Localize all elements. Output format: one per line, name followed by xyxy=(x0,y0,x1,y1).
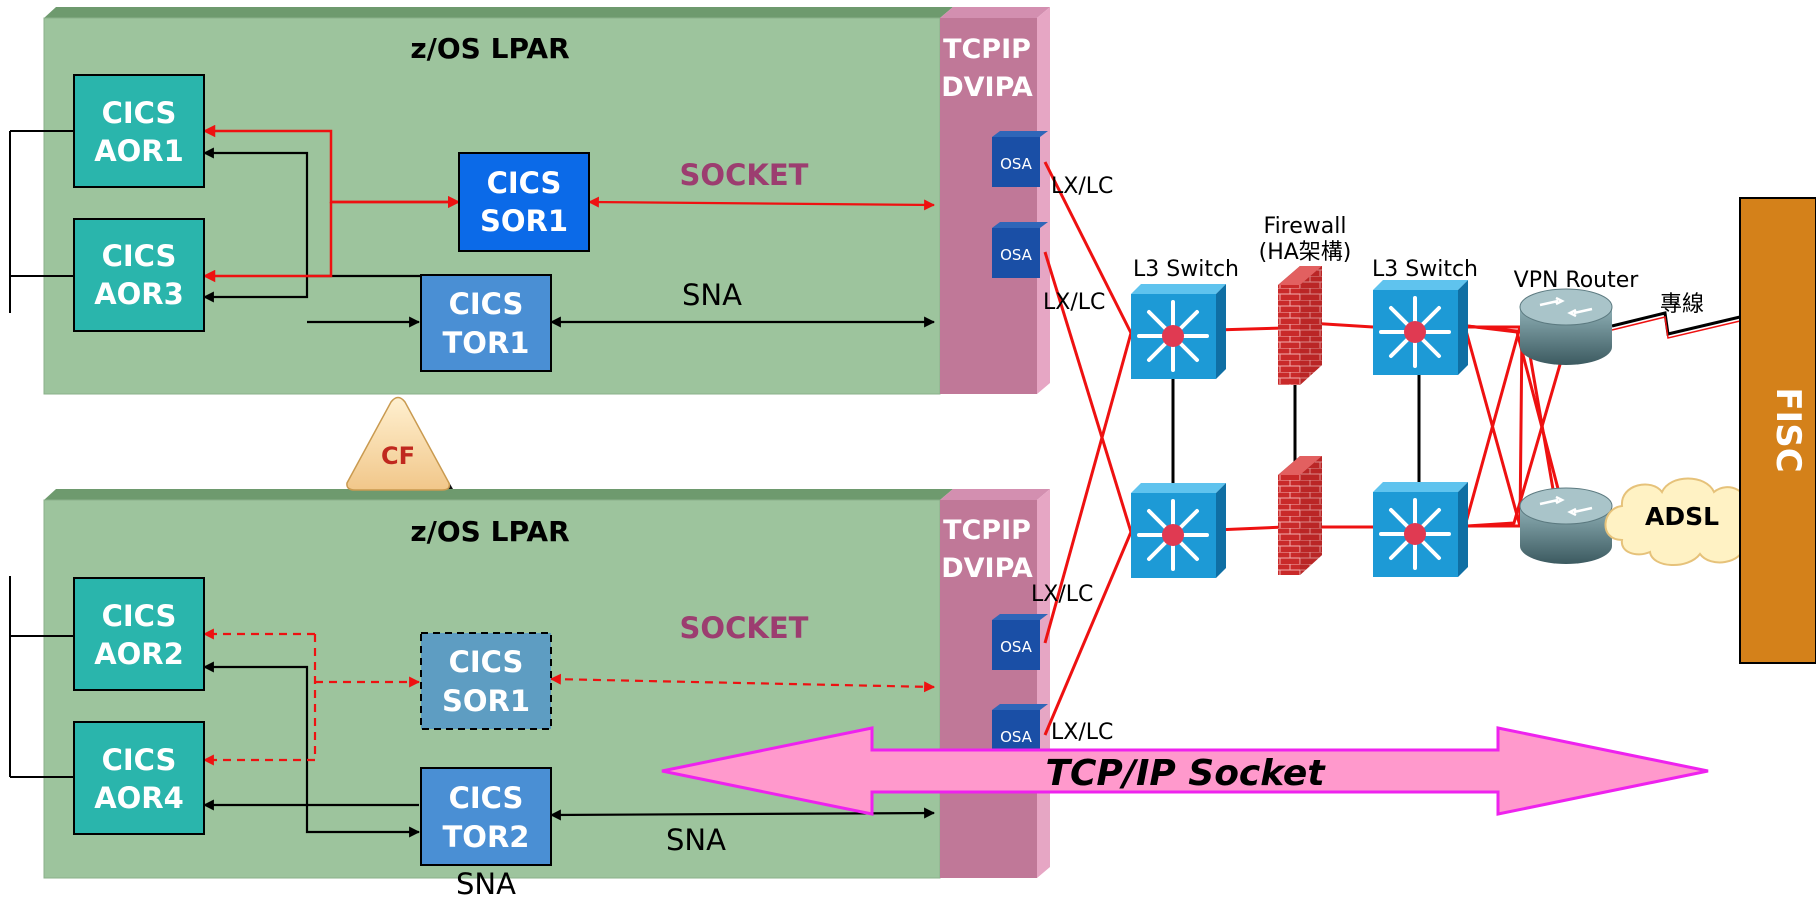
osa-2-label: OSA xyxy=(1000,246,1033,264)
aor2-line1: CICS xyxy=(102,599,177,633)
fisc-label: FISC xyxy=(1768,387,1808,472)
vpn-router xyxy=(1519,288,1613,365)
firewall-top xyxy=(1278,266,1322,385)
sor1-top-line1: CICS xyxy=(487,166,562,200)
adsl-label: ADSL xyxy=(1645,502,1719,531)
firewall-bottom xyxy=(1278,456,1322,575)
vertical-links xyxy=(1171,374,1421,484)
sna-label-bottom: SNA xyxy=(666,823,726,857)
l3-switch-left-label: L3 Switch xyxy=(1133,257,1239,282)
osa-1-label: OSA xyxy=(1000,155,1033,173)
sna-label-under: SNA xyxy=(456,867,516,901)
sor1-bottom-line1: CICS xyxy=(449,645,524,679)
l3-switch-right-label: L3 Switch xyxy=(1372,257,1478,282)
osa-adapter-1: OSA xyxy=(992,131,1048,187)
l3-switch-bottom-right xyxy=(1373,482,1468,577)
aor1-line2: AOR1 xyxy=(94,134,184,168)
lpar-2-title: z/OS LPAR xyxy=(410,515,569,548)
lxlc-label-3: LX/LC xyxy=(1031,582,1093,607)
cics-aor2: CICS AOR2 xyxy=(73,577,205,691)
tor1-line2: TOR1 xyxy=(443,326,530,360)
osa-4-label: OSA xyxy=(1000,728,1033,746)
tcpip-2-line1: TCPIP xyxy=(943,515,1031,546)
osa-adapter-3: OSA xyxy=(992,614,1048,670)
sor1-top-line2: SOR1 xyxy=(480,204,568,238)
aor3-line2: AOR3 xyxy=(94,277,184,311)
osa-3-label: OSA xyxy=(1000,638,1033,656)
l3-switch-top-right xyxy=(1373,280,1468,375)
cics-tor1: CICS TOR1 xyxy=(420,274,552,372)
socket-label-top: SOCKET xyxy=(680,158,809,192)
tcpip-1-line2: DVIPA xyxy=(941,72,1033,103)
aor3-line1: CICS xyxy=(102,239,177,273)
lxlc-label-4: LX/LC xyxy=(1051,720,1113,745)
sna-label-top: SNA xyxy=(682,278,742,312)
tor2-line2: TOR2 xyxy=(443,820,530,854)
osa-adapter-2: OSA xyxy=(992,222,1048,278)
leased-line-accent xyxy=(1611,316,1741,339)
aor4-line1: CICS xyxy=(102,743,177,777)
aor4-line2: AOR4 xyxy=(94,781,184,815)
lpar-1-title: z/OS LPAR xyxy=(410,32,569,65)
socket-label-bottom: SOCKET xyxy=(680,611,809,645)
l3-switch-bottom-left xyxy=(1131,483,1226,578)
cf-label: CF xyxy=(381,442,415,470)
aor1-line1: CICS xyxy=(102,96,177,130)
tor1-line1: CICS xyxy=(449,287,524,321)
cics-sor1-bottom: CICS SOR1 xyxy=(420,632,552,730)
adsl-router xyxy=(1519,487,1613,564)
fisc-block: FISC xyxy=(1739,197,1816,664)
cics-tor2: CICS TOR2 xyxy=(420,767,552,866)
firewall-label: Firewall xyxy=(1264,214,1347,239)
lxlc-label-2: LX/LC xyxy=(1043,290,1105,315)
cics-aor4: CICS AOR4 xyxy=(73,721,205,835)
tcpip-dvipa-1: TCPIP DVIPA xyxy=(940,7,1050,394)
left-connectors xyxy=(9,130,74,778)
tcpip-dvipa-2: TCPIP DVIPA xyxy=(940,489,1050,878)
top-lpar-arrows xyxy=(202,124,936,328)
l3-switch-top-left xyxy=(1131,284,1226,379)
coupling-facility: CF xyxy=(346,396,453,491)
vpn-router-label: VPN Router xyxy=(1514,268,1640,293)
bottom-lpar-arrows xyxy=(202,628,936,838)
tcpip-1-line1: TCPIP xyxy=(943,34,1031,65)
cics-aor3: CICS AOR3 xyxy=(73,218,205,332)
leased-line-label: 專線 xyxy=(1660,292,1704,317)
aor2-line2: AOR2 xyxy=(94,637,184,671)
firewall-ha-label: (HA架構) xyxy=(1259,240,1352,265)
tor2-line1: CICS xyxy=(449,781,524,815)
cics-aor1: CICS AOR1 xyxy=(73,74,205,188)
lxlc-label-1: LX/LC xyxy=(1051,174,1113,199)
adsl-cloud: ADSL xyxy=(1604,477,1761,567)
tcpip-socket-label: TCP/IP Socket xyxy=(1045,753,1326,794)
tcpip-2-line2: DVIPA xyxy=(941,553,1033,584)
tcpip-socket-arrow: TCP/IP Socket xyxy=(661,726,1709,816)
cics-sor1-top: CICS SOR1 xyxy=(458,152,590,252)
sor1-bottom-line2: SOR1 xyxy=(442,684,530,718)
